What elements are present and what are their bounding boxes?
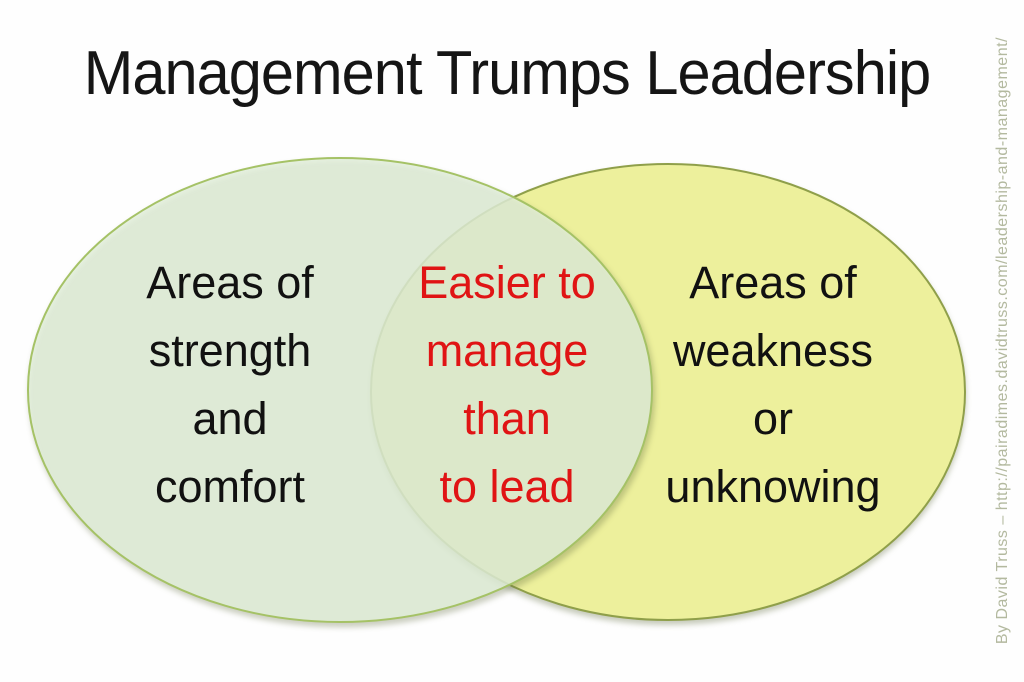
overlap-label: Easier to manage than to lead [377, 249, 637, 521]
credit-attribution: By David Truss – http://pairadimes.david… [994, 37, 1011, 645]
left-set-line: and [192, 393, 268, 444]
overlap-line: manage [425, 325, 589, 376]
right-set-line: or [752, 393, 793, 444]
right-set-line: unknowing [665, 461, 881, 512]
credit-strip: By David Truss – http://pairadimes.david… [986, 0, 1020, 682]
left-set-label: Areas of strength and comfort [80, 249, 380, 521]
right-set-label: Areas of weakness or unknowing [613, 249, 933, 521]
page-title: Management Trumps Leadership [83, 39, 932, 108]
right-set-line: weakness [672, 325, 874, 376]
left-ellipse [27, 157, 653, 623]
left-set-line: comfort [154, 461, 306, 512]
overlap-line: to lead [439, 461, 575, 512]
left-set-line: Areas of [146, 257, 314, 308]
overlap-line: Easier to [418, 257, 596, 308]
left-set-line: strength [148, 325, 312, 376]
right-set-line: Areas of [689, 257, 857, 308]
overlap-line: than [463, 393, 551, 444]
